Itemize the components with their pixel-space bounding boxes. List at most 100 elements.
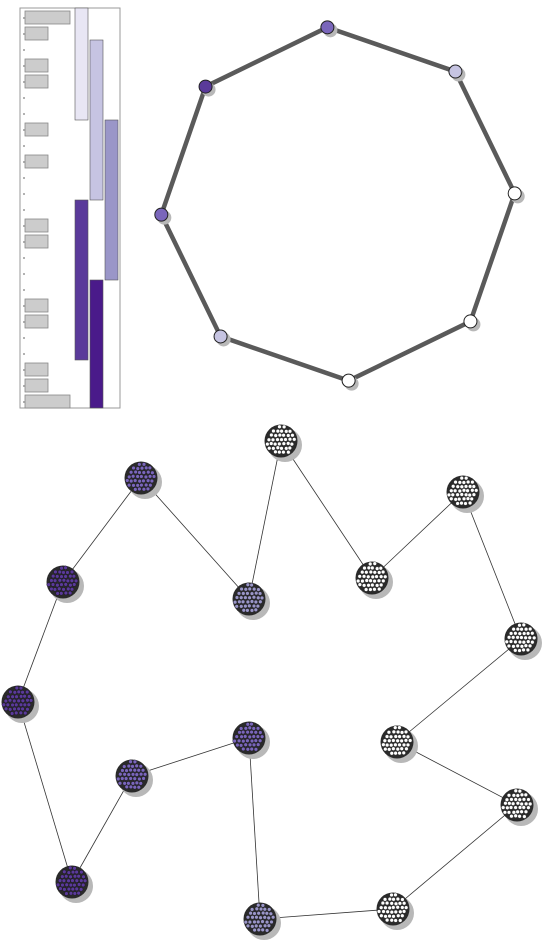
cluster-dot (468, 484, 473, 489)
cluster-dot (384, 734, 390, 739)
cluster-dot (403, 729, 409, 735)
cluster-dot (267, 446, 272, 451)
cluster-dot (388, 734, 394, 739)
cluster-dot (243, 742, 248, 747)
cluster-dot (372, 579, 377, 584)
cluster-dot (474, 488, 479, 493)
cluster-dot (283, 437, 288, 442)
cluster-dot (74, 886, 79, 891)
cluster-dot (238, 743, 244, 748)
cluster-dot (517, 623, 522, 628)
ring-edge (468, 191, 517, 324)
cluster-dot (130, 781, 136, 786)
cluster-dot (372, 587, 377, 592)
cluster-dot (59, 582, 64, 587)
cluster-dot (513, 648, 518, 653)
cluster-dot (255, 726, 261, 731)
cluster-dot (517, 639, 523, 645)
cluster-dot (70, 870, 76, 875)
cluster-dot (519, 635, 524, 640)
cluster-dot (471, 492, 477, 497)
cluster-node-c7 (243, 902, 281, 940)
cluster-dot (245, 923, 251, 928)
cluster-dot (64, 874, 69, 879)
cluster-dot (135, 474, 140, 479)
cluster-dot (59, 591, 64, 596)
ring-edge (203, 25, 330, 89)
cluster-edge (131, 737, 250, 777)
cluster-dot (464, 476, 469, 481)
cluster-dot (239, 586, 244, 592)
cluster-dot (277, 424, 282, 429)
cluster-dot (377, 587, 382, 592)
cluster-dot (243, 587, 248, 592)
cluster-dot (461, 488, 467, 493)
cluster-dot (149, 478, 155, 484)
cluster-dot (517, 814, 522, 819)
cluster-node-c4 (380, 725, 418, 763)
cluster-dot (396, 913, 401, 918)
cluster-dot (368, 569, 373, 575)
cluster-dot (389, 918, 394, 923)
cluster-dot (237, 730, 242, 735)
cluster-dot (389, 910, 394, 915)
cluster-dot (446, 492, 452, 498)
cluster-dot (450, 492, 455, 497)
cluster-dot (59, 574, 64, 579)
matrix-color-bar (89, 279, 104, 409)
cluster-dot (383, 914, 388, 919)
cluster-dot (284, 446, 289, 451)
cluster-dot (240, 599, 246, 604)
cluster-dot (511, 793, 516, 798)
cluster-dot (20, 698, 25, 703)
cluster-dot (73, 578, 79, 583)
matrix-color-bar (104, 119, 119, 281)
cluster-dot (241, 730, 246, 735)
matrix-gray-bar (24, 58, 49, 73)
cluster-dot (245, 582, 250, 587)
cluster-dot (16, 689, 21, 694)
cluster-dot (262, 915, 267, 920)
cluster-dot (257, 591, 263, 596)
cluster-dot (506, 793, 512, 798)
cluster-dot (72, 866, 77, 871)
cluster-dot (385, 918, 390, 923)
cluster-dot (117, 781, 123, 786)
cluster-dot (124, 784, 129, 789)
cluster-dot (147, 474, 153, 479)
cluster-dot (130, 772, 136, 777)
cluster-dot (258, 738, 263, 743)
cluster-dot (126, 763, 131, 769)
cluster-dot (511, 801, 516, 806)
matrix-gray-bar (24, 314, 49, 329)
cluster-dot (252, 927, 257, 933)
cluster-dot (379, 582, 384, 588)
cluster-dot (281, 441, 286, 446)
cluster-dot (76, 891, 81, 896)
cluster-dot (509, 797, 514, 802)
cluster-dot (70, 878, 75, 883)
cluster-dot (253, 738, 258, 743)
cluster-dot (461, 480, 466, 485)
cluster-dot (245, 599, 250, 605)
matrix-gray-bar (24, 74, 49, 89)
cluster-dot (391, 738, 396, 743)
cluster-edge (259, 908, 394, 920)
cluster-dot (517, 805, 523, 810)
cluster-dot (256, 927, 261, 932)
cluster-dot (243, 726, 248, 731)
ring-edge (346, 319, 473, 383)
cluster-edge (62, 477, 142, 583)
cluster-dot (3, 706, 9, 711)
cluster-dot (519, 809, 524, 814)
cluster-dot (525, 631, 531, 636)
cluster-dot (264, 928, 270, 933)
cluster-dot (3, 698, 8, 704)
cluster-dot (25, 689, 30, 695)
cluster-dot (266, 923, 271, 928)
cluster-dot (286, 433, 291, 438)
cluster-dot (400, 905, 405, 910)
cluster-dot (55, 574, 60, 579)
cluster-dot (387, 738, 392, 743)
cluster-dot (389, 901, 394, 906)
